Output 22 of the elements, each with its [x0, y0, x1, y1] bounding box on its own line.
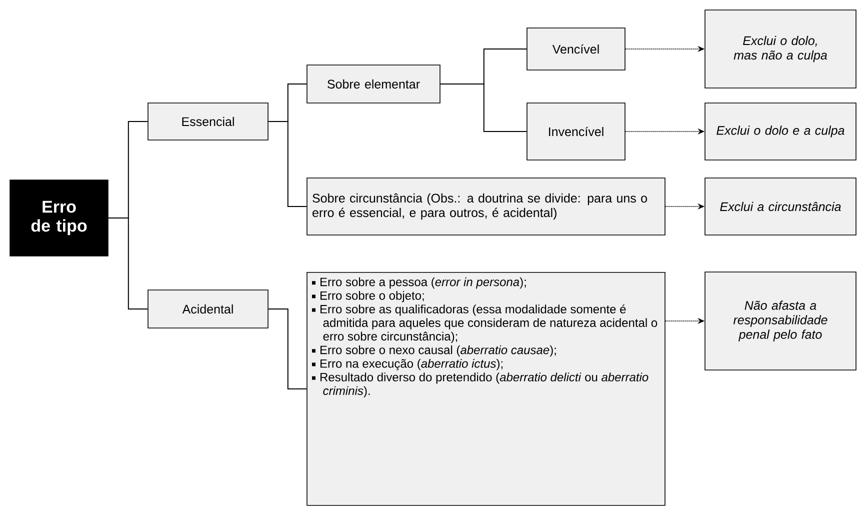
- connector: [440, 84, 528, 132]
- list-item: Resultado diverso do pretendido (aberratio delicti ou aberratio criminis).: [320, 372, 648, 398]
- description-box: Sobre circunstância (Obs.: a doutrina se divide: para uns o erro é essencial, e para outros, é acidental): [306, 178, 666, 236]
- list-item: Erro sobre as qualificadoras (essa modalidade somente é admitida para aqueles que consideram de natureza acidental o erro sobre circunstância);: [320, 304, 658, 343]
- list-item: Erro na execução (aberratio ictus);: [320, 359, 502, 370]
- category-box: Essencial: [148, 102, 268, 140]
- list-item: Erro sobre a pessoa (error in persona);: [320, 277, 526, 289]
- connector: [108, 218, 148, 310]
- result-box: Não afasta a responsabilidade penal pelo fato: [704, 272, 856, 370]
- connector: [268, 308, 308, 390]
- category-box: Acidental: [148, 290, 268, 328]
- category-box: Sobre elementar: [306, 64, 440, 104]
- list-item: Erro sobre o objeto;: [320, 291, 424, 302]
- result-box: Exclui o dolo e a culpa: [704, 102, 856, 160]
- list-box: [306, 272, 666, 506]
- title-box: Erro de tipo: [10, 180, 108, 256]
- connector: [268, 121, 308, 207]
- list-item: Erro sobre o nexo causal (aberratio causae);: [320, 345, 556, 357]
- result-box: Exclui a circunstância: [704, 178, 856, 236]
- category-box: Vencível: [526, 28, 626, 70]
- result-box: Exclui o dolo, mas não a culpa: [704, 10, 856, 88]
- category-box: Invencível: [526, 102, 626, 160]
